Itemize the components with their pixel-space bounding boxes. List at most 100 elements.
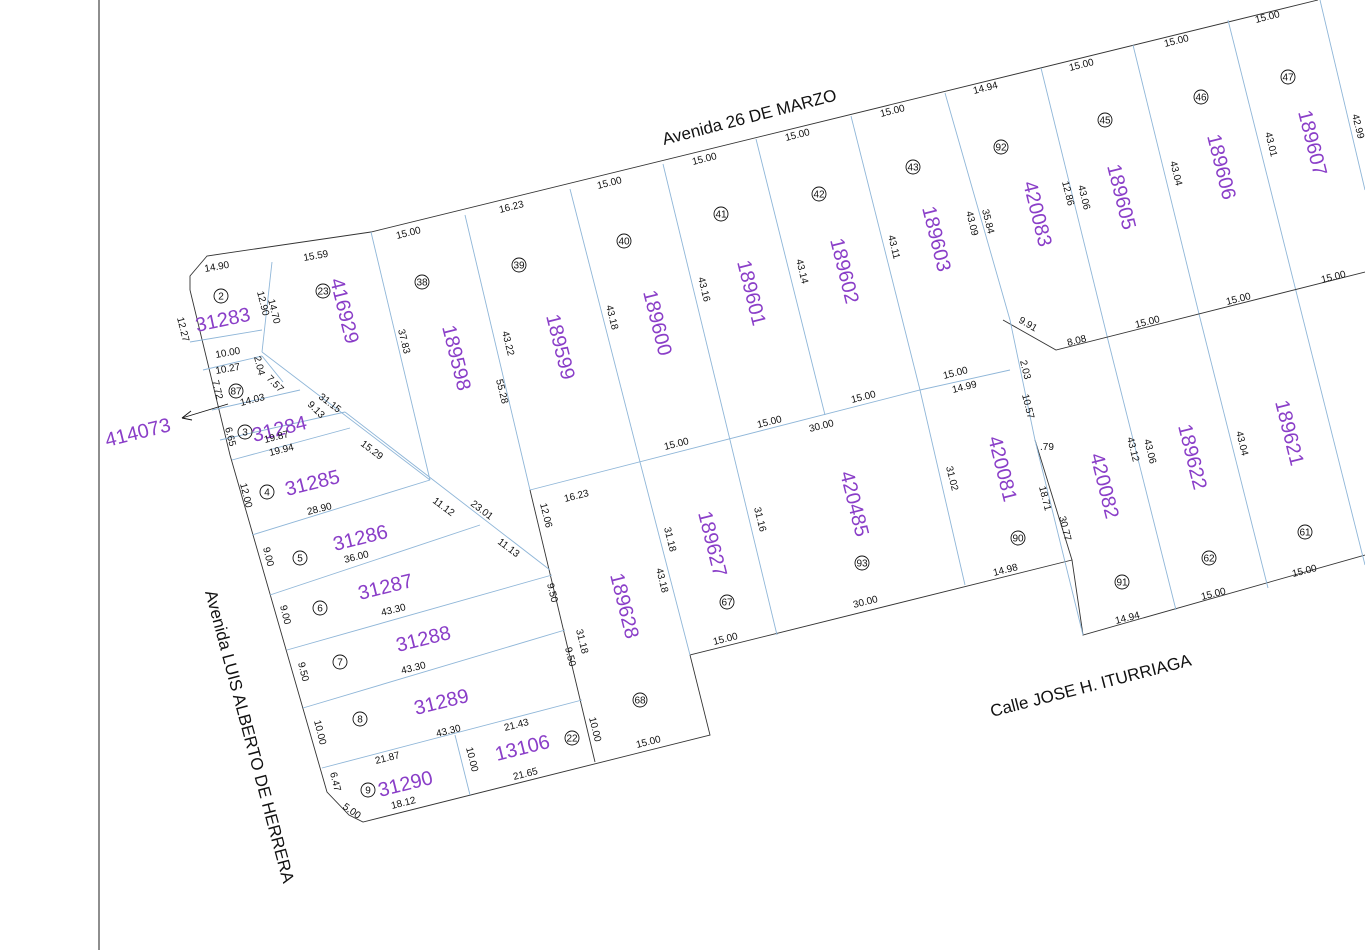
dimension-label: 10.00 [215, 346, 242, 361]
dimension-label: 43.30 [380, 602, 407, 619]
lot-number: 93 [856, 559, 868, 570]
dimension-label: 43.22 [499, 330, 516, 357]
dimension-label: 43.04 [1233, 430, 1250, 457]
dimension-label: 14.90 [204, 260, 231, 275]
dimension-label: 11.13 [495, 537, 521, 561]
dimension-label: 31.18 [661, 526, 678, 553]
parcel-number: 189602 [825, 236, 862, 306]
dimension-label: 9.50 [562, 646, 577, 668]
lot-markers: 2 23 38 39 40 41 42 43 92 45 46 47 87 3 … [213, 69, 1313, 798]
dimension-label: 15.00 [1068, 57, 1095, 74]
lot-number: 39 [513, 261, 525, 272]
dimension-label: 7.72 [209, 379, 224, 401]
lot-number: 43 [907, 163, 919, 174]
parcel-number: 189603 [917, 204, 954, 274]
dimension-label: 43.06 [1141, 438, 1158, 465]
lot-number: 62 [1203, 554, 1215, 565]
dimension-label: 15.00 [663, 436, 690, 453]
parcel-number: 189627 [693, 509, 730, 579]
lot-number: 45 [1099, 116, 1111, 127]
dimension-label: 9.91 [1017, 315, 1040, 334]
lot-number: 4 [264, 488, 270, 499]
dimension-label: 15.00 [1291, 563, 1318, 580]
dimension-label: 31.18 [573, 628, 590, 655]
dimension-label: 12.06 [537, 502, 554, 529]
parcel-number: 31283 [193, 304, 252, 337]
parcel-number: 31288 [394, 622, 453, 657]
dimension-label: 10.00 [586, 716, 603, 743]
dimension-label: 30.00 [852, 594, 879, 611]
parcel-number: 189621 [1270, 398, 1307, 468]
dimension-label: 31.02 [943, 465, 960, 492]
parcel-number: 189628 [605, 571, 642, 641]
parcel-number: 189605 [1102, 162, 1139, 232]
dimension-label: 15.00 [1163, 33, 1190, 50]
dimension-label: 6.65 [222, 426, 237, 448]
lot-number: 5 [297, 554, 303, 565]
dimension-label: 15.00 [1134, 314, 1161, 331]
dimension-label: 12.86 [1059, 180, 1076, 207]
leader-line [181, 403, 229, 419]
parcel-number: 31287 [356, 570, 415, 605]
dimension-label: 37.83 [395, 328, 412, 355]
dimension-label: 9.50 [295, 661, 310, 683]
dimension-label: 9.50 [544, 582, 559, 604]
lot-number: 67 [721, 598, 733, 609]
parcel-number: 420485 [835, 469, 872, 539]
parcel-number: 189622 [1173, 422, 1210, 492]
dimension-label: 43.18 [653, 567, 670, 594]
block-outlines [189, 0, 1365, 823]
lot-number: 3 [242, 428, 248, 439]
dimension-label: 15.00 [942, 365, 969, 382]
dimension-label: 2.04 [251, 355, 266, 377]
dimension-label: 15.59 [303, 249, 330, 264]
dimension-label: 43.30 [400, 660, 427, 677]
parcel-number: 189598 [437, 323, 474, 393]
dimension-label: 6.47 [327, 771, 342, 793]
dimension-label: 43.09 [963, 210, 980, 237]
dimension-label: 15.00 [1254, 9, 1281, 26]
parcel-number: 31289 [412, 685, 471, 720]
dimension-label: 16.23 [563, 488, 590, 505]
dimension-label: 15.00 [850, 389, 877, 406]
lot-number: 90 [1012, 534, 1024, 545]
block-boundary-west-north [189, 0, 1319, 290]
dimension-label: 12.27 [174, 316, 191, 343]
lot-number: 40 [618, 237, 630, 248]
lot-number: 38 [416, 278, 428, 289]
parcel-number: 420082 [1085, 451, 1122, 521]
leader-arrowhead [181, 410, 193, 421]
lot-number: 2 [218, 292, 224, 303]
dimension-labels: 14.90 15.59 15.00 16.23 15.00 15.00 15.0… [174, 9, 1365, 822]
dimension-label: 2.03 [1017, 359, 1032, 381]
dimension-label: 14.94 [1114, 610, 1141, 627]
dimension-label: 15.00 [1225, 291, 1252, 308]
parcel-number: 414073 [103, 414, 173, 451]
dimension-label: 14.94 [972, 80, 999, 97]
lot-number: 22 [566, 734, 578, 745]
dimension-label: 43.30 [435, 723, 462, 740]
dimension-label: 43.14 [793, 258, 810, 285]
dimension-label: 43.01 [1262, 131, 1279, 158]
dimension-label: 10.00 [463, 746, 480, 773]
street-name-calle-jose-iturriaga: Calle JOSE H. ITURRIAGA [988, 651, 1194, 721]
parcel-number: 420083 [1018, 179, 1055, 249]
dimension-label: 55.28 [493, 378, 510, 405]
lot-number: 42 [813, 190, 825, 201]
dimension-label: 15.00 [596, 175, 623, 192]
dimension-label: 9.00 [260, 546, 275, 568]
lot-number: 87 [230, 387, 242, 398]
dimension-label: 28.90 [306, 501, 333, 518]
dimension-label: 23.01 [468, 499, 495, 523]
dimension-label: 8.08 [1066, 333, 1088, 348]
lot-number: 47 [1282, 73, 1294, 84]
dimension-label: 14.99 [951, 379, 978, 396]
dimension-label: 43.16 [695, 276, 712, 303]
dimension-label: 11.12 [430, 496, 456, 520]
parcel-number: 31285 [283, 466, 342, 501]
lot-number: 68 [634, 696, 646, 707]
lot-number: 92 [995, 143, 1007, 154]
lot-number: 8 [357, 715, 363, 726]
lot-number: 91 [1116, 578, 1128, 589]
dimension-label: 15.00 [1320, 269, 1347, 286]
